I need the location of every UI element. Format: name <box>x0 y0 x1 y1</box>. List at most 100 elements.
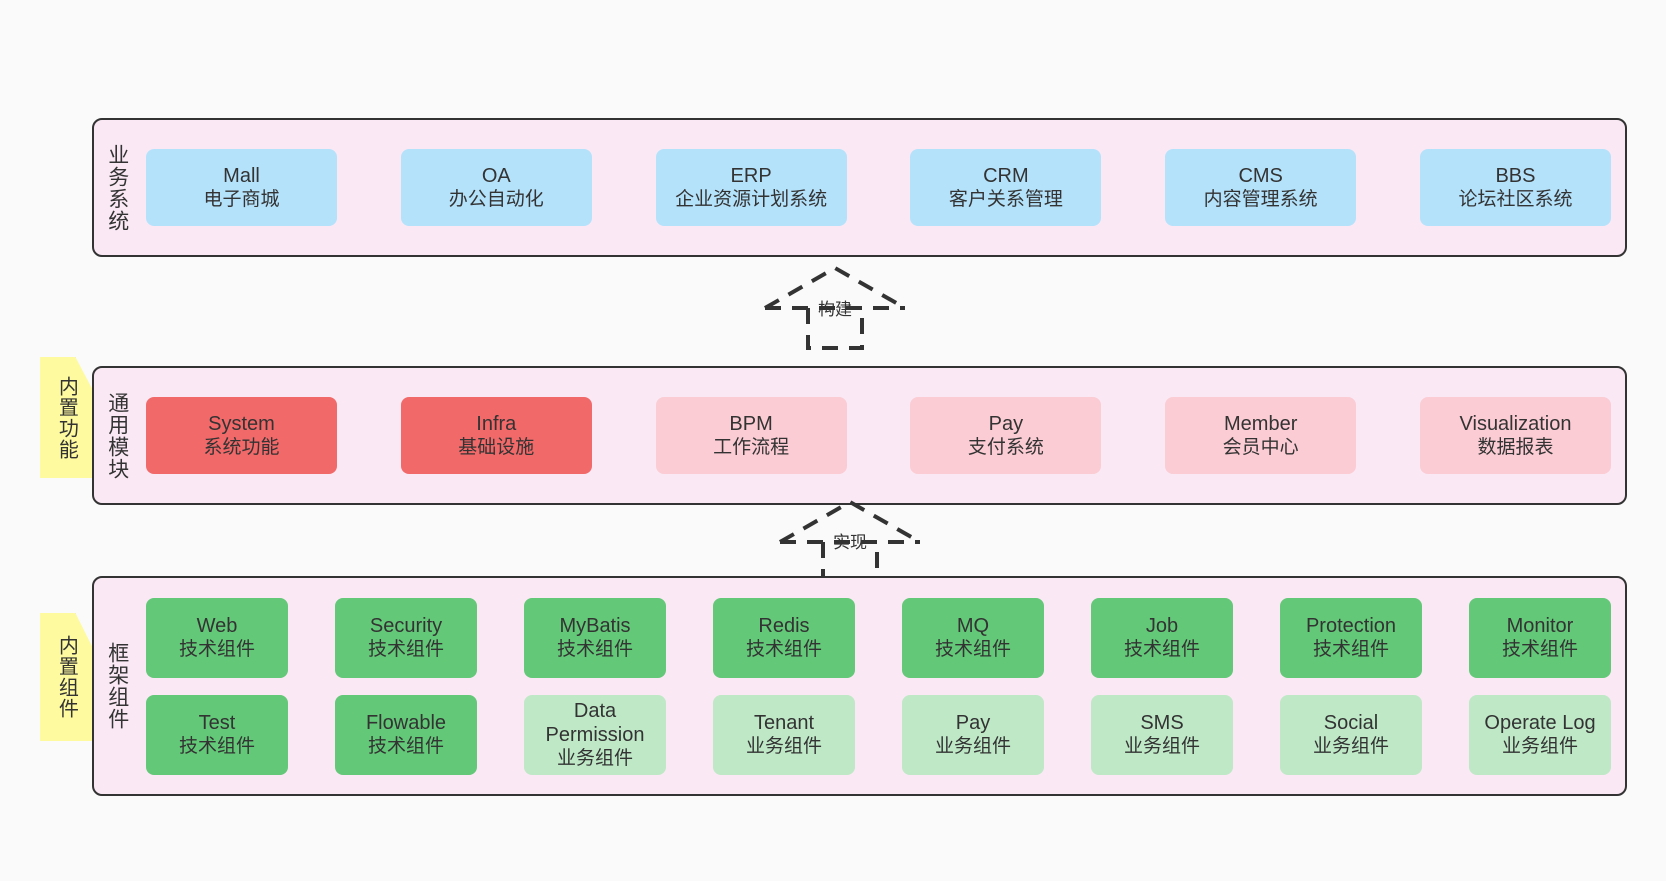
card-title: Redis <box>758 614 810 637</box>
card-mq[interactable]: MQ 技术组件 <box>902 597 1044 678</box>
note-fold-corner-icon <box>75 613 92 632</box>
card-subtitle: 内容管理系统 <box>1203 189 1318 211</box>
card-title: Security <box>369 614 443 637</box>
card-subtitle: 办公自动化 <box>448 189 544 211</box>
card-mybatis[interactable]: MyBatis 技术组件 <box>524 597 666 678</box>
card-test[interactable]: Test 技术组件 <box>146 694 288 775</box>
card-bbs[interactable]: BBS 论坛社区系统 <box>1419 149 1611 226</box>
card-title: Flowable <box>365 711 447 734</box>
card-title: Pay <box>955 711 991 734</box>
card-subtitle: 技术组件 <box>1312 639 1389 661</box>
card-subtitle: 业务组件 <box>934 736 1011 758</box>
card-subtitle: 技术组件 <box>178 736 255 758</box>
layer-body-framework-components: Web 技术组件 Security 技术组件 MyBatis 技术组件 Redi… <box>140 578 1625 794</box>
card-row-business: Test 技术组件 Flowable 技术组件 Data Permission … <box>146 694 1611 775</box>
card-subtitle: 业务组件 <box>556 748 633 770</box>
note-fold-corner-icon <box>75 357 92 376</box>
layer-common-modules: 通用模块 System 系统功能 Infra 基础设施 BPM 工作流程 Pay <box>92 366 1627 505</box>
layer-body-common-modules: System 系统功能 Infra 基础设施 BPM 工作流程 Pay 支付系统… <box>140 368 1625 503</box>
note-builtin-components: 内置组件 <box>40 613 92 741</box>
card-subtitle: 论坛社区系统 <box>1458 189 1573 211</box>
card-subtitle: 企业资源计划系统 <box>675 189 828 211</box>
card-title: Data Permission <box>545 699 645 746</box>
card-job[interactable]: Job 技术组件 <box>1091 597 1233 678</box>
layer-business-systems: 业务系统 Mall 电子商城 OA 办公自动化 ERP 企业资源计划系统 CRM <box>92 118 1627 257</box>
card-title: System <box>208 412 275 435</box>
card-sms[interactable]: SMS 业务组件 <box>1091 694 1233 775</box>
card-flowable[interactable]: Flowable 技术组件 <box>335 694 477 775</box>
card-member[interactable]: Member 会员中心 <box>1165 397 1357 474</box>
card-pay-business[interactable]: Pay 业务组件 <box>902 694 1044 775</box>
card-subtitle: 业务组件 <box>1123 736 1200 758</box>
card-title: BBS <box>1495 164 1536 187</box>
card-oa[interactable]: OA 办公自动化 <box>400 149 592 226</box>
card-cms[interactable]: CMS 内容管理系统 <box>1165 149 1357 226</box>
card-title: Mall <box>223 164 260 187</box>
card-subtitle: 基础设施 <box>458 437 535 459</box>
card-title: SMS <box>1140 711 1184 734</box>
card-title: Member <box>1224 412 1298 435</box>
card-title: Tenant <box>753 711 815 734</box>
card-subtitle: 数据报表 <box>1477 437 1554 459</box>
layer-title-common-modules: 通用模块 <box>105 391 129 480</box>
card-title: OA <box>481 164 511 187</box>
connector-build-label: 构建 <box>818 300 852 319</box>
layer-title-business-systems: 业务系统 <box>105 143 129 232</box>
layer-title-framework-components: 框架组件 <box>105 642 129 730</box>
card-title: Visualization <box>1459 412 1572 435</box>
card-security[interactable]: Security 技术组件 <box>335 597 477 678</box>
note-label: 内置组件 <box>55 635 78 719</box>
card-web[interactable]: Web 技术组件 <box>146 597 288 678</box>
card-title: ERP <box>730 164 772 187</box>
card-title: Test <box>198 711 236 734</box>
card-protection[interactable]: Protection 技术组件 <box>1280 597 1422 678</box>
card-bpm[interactable]: BPM 工作流程 <box>655 397 847 474</box>
card-title: MyBatis <box>559 614 631 637</box>
card-erp[interactable]: ERP 企业资源计划系统 <box>655 149 847 226</box>
card-row-technical: Web 技术组件 Security 技术组件 MyBatis 技术组件 Redi… <box>146 597 1611 678</box>
card-data-permission[interactable]: Data Permission 业务组件 <box>524 694 666 775</box>
card-title: Monitor <box>1506 614 1574 637</box>
card-tenant[interactable]: Tenant 业务组件 <box>713 694 855 775</box>
card-subtitle: 支付系统 <box>967 437 1044 459</box>
card-subtitle: 技术组件 <box>367 639 444 661</box>
card-subtitle: 技术组件 <box>1501 639 1578 661</box>
card-crm[interactable]: CRM 客户关系管理 <box>910 149 1102 226</box>
note-label: 内置功能 <box>55 375 78 460</box>
card-subtitle: 技术组件 <box>1123 639 1200 661</box>
card-redis[interactable]: Redis 技术组件 <box>713 597 855 678</box>
card-subtitle: 技术组件 <box>934 639 1011 661</box>
card-subtitle: 技术组件 <box>745 639 822 661</box>
card-subtitle: 工作流程 <box>713 437 790 459</box>
connector-implement-label: 实现 <box>833 533 867 552</box>
card-subtitle: 业务组件 <box>1501 736 1578 758</box>
card-pay[interactable]: Pay 支付系统 <box>910 397 1102 474</box>
card-title: CRM <box>983 164 1029 187</box>
card-title: CMS <box>1238 164 1283 187</box>
card-subtitle: 技术组件 <box>556 639 633 661</box>
card-monitor[interactable]: Monitor 技术组件 <box>1469 597 1611 678</box>
card-title: Protection <box>1305 614 1397 637</box>
card-title: Pay <box>988 412 1024 435</box>
card-title: BPM <box>729 412 773 435</box>
card-subtitle: 技术组件 <box>178 639 255 661</box>
card-system[interactable]: System 系统功能 <box>146 397 337 474</box>
card-title: MQ <box>956 614 990 637</box>
card-title: Infra <box>476 412 517 435</box>
card-subtitle: 系统功能 <box>203 437 280 459</box>
card-visualization[interactable]: Visualization 数据报表 <box>1419 397 1611 474</box>
card-row: Mall 电子商城 OA 办公自动化 ERP 企业资源计划系统 CRM 客户关系… <box>146 149 1611 226</box>
card-operate-log[interactable]: Operate Log 业务组件 <box>1469 694 1611 775</box>
card-subtitle: 业务组件 <box>745 736 822 758</box>
card-social[interactable]: Social 业务组件 <box>1280 694 1422 775</box>
card-title: Job <box>1145 614 1179 637</box>
card-title: Operate Log <box>1484 711 1596 734</box>
card-title: Social <box>1323 711 1379 734</box>
card-infra[interactable]: Infra 基础设施 <box>400 397 592 474</box>
connector-build <box>760 262 910 350</box>
card-mall[interactable]: Mall 电子商城 <box>146 149 337 226</box>
uml-generalization-icon <box>764 265 906 350</box>
card-subtitle: 业务组件 <box>1312 736 1389 758</box>
card-rows: Web 技术组件 Security 技术组件 MyBatis 技术组件 Redi… <box>146 597 1611 775</box>
